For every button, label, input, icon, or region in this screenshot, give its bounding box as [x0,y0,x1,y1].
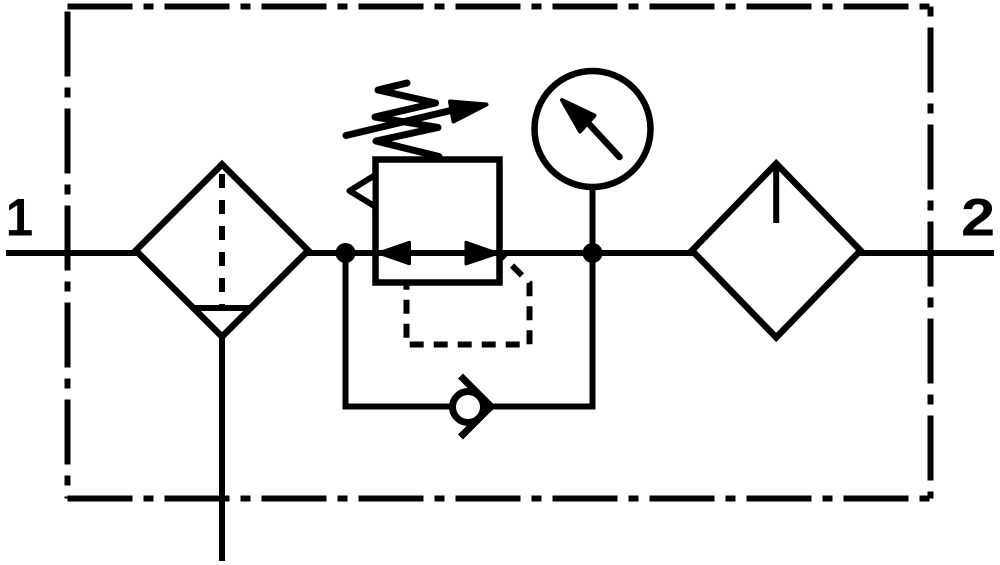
svg-text:2: 2 [961,188,995,247]
svg-text:1: 1 [6,188,33,247]
